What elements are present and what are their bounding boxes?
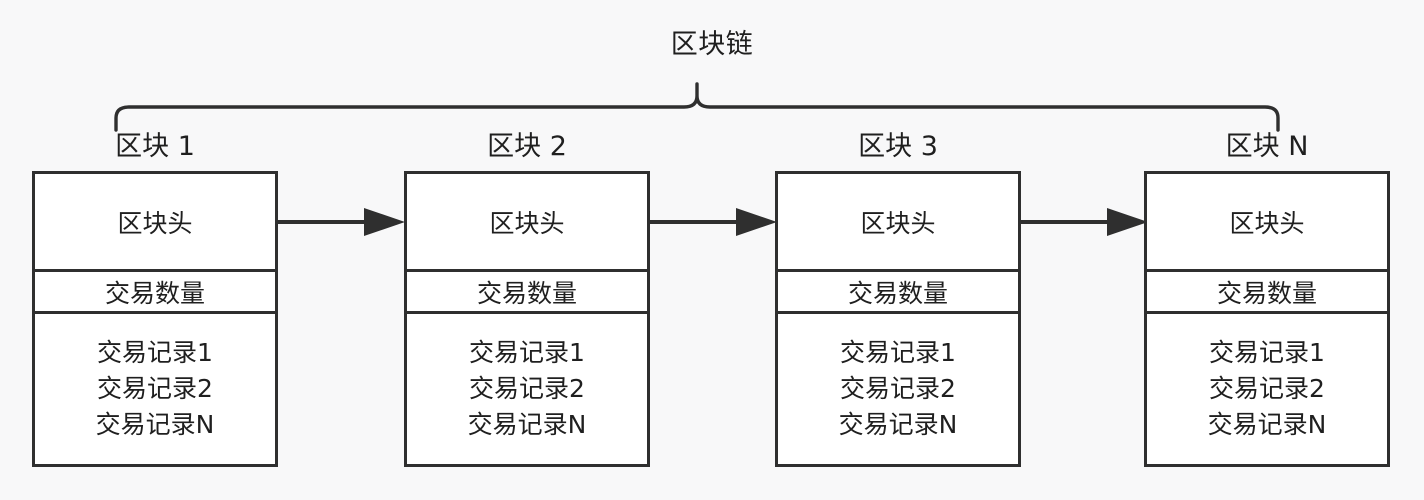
block-3-record-2: 交易记录2 bbox=[840, 374, 956, 403]
block-3-record-1: 交易记录1 bbox=[840, 338, 956, 367]
block-n-record-2: 交易记录2 bbox=[1209, 374, 1325, 403]
block-3-records-section: 交易记录1 交易记录2 交易记录N bbox=[778, 314, 1018, 464]
block-n-records-section: 交易记录1 交易记录2 交易记录N bbox=[1147, 314, 1387, 464]
arrow-block-1-to-block-2-icon bbox=[278, 208, 405, 236]
block-1-header-section: 区块头 bbox=[117, 208, 193, 238]
block-3-tx-count-section: 交易数量 bbox=[778, 269, 1018, 314]
block-2-records-section: 交易记录1 交易记录2 交易记录N bbox=[407, 314, 647, 464]
block-2-record-1: 交易记录1 bbox=[469, 338, 585, 367]
block-1-box: 区块头 交易数量 交易记录1 交易记录2 交易记录N bbox=[32, 171, 278, 467]
block-1-label: 区块 1 bbox=[115, 131, 195, 162]
block-3-record-n: 交易记录N bbox=[838, 410, 958, 439]
block-2[interactable]: 区块 2 区块头 交易数量 交易记录1 交易记录2 交易记录N bbox=[404, 131, 650, 467]
chain-title: 区块链 bbox=[670, 29, 754, 60]
block-1-record-n: 交易记录N bbox=[95, 410, 215, 439]
block-3[interactable]: 区块 3 区块头 交易数量 交易记录1 交易记录2 交易记录N bbox=[775, 131, 1021, 467]
block-2-header-section: 区块头 bbox=[489, 208, 565, 238]
block-2-record-2: 交易记录2 bbox=[469, 374, 585, 403]
arrow-block-3-to-block-n-icon bbox=[1021, 208, 1148, 236]
block-1-record-2: 交易记录2 bbox=[97, 374, 213, 403]
block-n-tx-count-section: 交易数量 bbox=[1147, 269, 1387, 314]
arrow-block-2-to-block-3-icon bbox=[650, 208, 777, 236]
block-n[interactable]: 区块 N 区块头 交易数量 交易记录1 交易记录2 交易记录N bbox=[1144, 131, 1390, 467]
block-1-tx-count-section: 交易数量 bbox=[35, 269, 275, 314]
block-2-tx-count-section: 交易数量 bbox=[407, 269, 647, 314]
block-n-box: 区块头 交易数量 交易记录1 交易记录2 交易记录N bbox=[1144, 171, 1390, 467]
block-2-label: 区块 2 bbox=[487, 131, 567, 162]
block-3-header-section: 区块头 bbox=[860, 208, 936, 238]
block-1[interactable]: 区块 1 区块头 交易数量 交易记录1 交易记录2 交易记录N bbox=[32, 131, 278, 467]
block-2-record-n: 交易记录N bbox=[467, 410, 587, 439]
block-2-box: 区块头 交易数量 交易记录1 交易记录2 交易记录N bbox=[404, 171, 650, 467]
chain-brace-icon bbox=[114, 82, 1280, 132]
block-1-record-1: 交易记录1 bbox=[97, 338, 213, 367]
block-n-label: 区块 N bbox=[1225, 131, 1309, 162]
block-n-record-n: 交易记录N bbox=[1207, 410, 1327, 439]
block-3-box: 区块头 交易数量 交易记录1 交易记录2 交易记录N bbox=[775, 171, 1021, 467]
block-n-record-1: 交易记录1 bbox=[1209, 338, 1325, 367]
block-1-records-section: 交易记录1 交易记录2 交易记录N bbox=[35, 314, 275, 464]
block-3-label: 区块 3 bbox=[858, 131, 938, 162]
block-n-header-section: 区块头 bbox=[1229, 208, 1305, 238]
